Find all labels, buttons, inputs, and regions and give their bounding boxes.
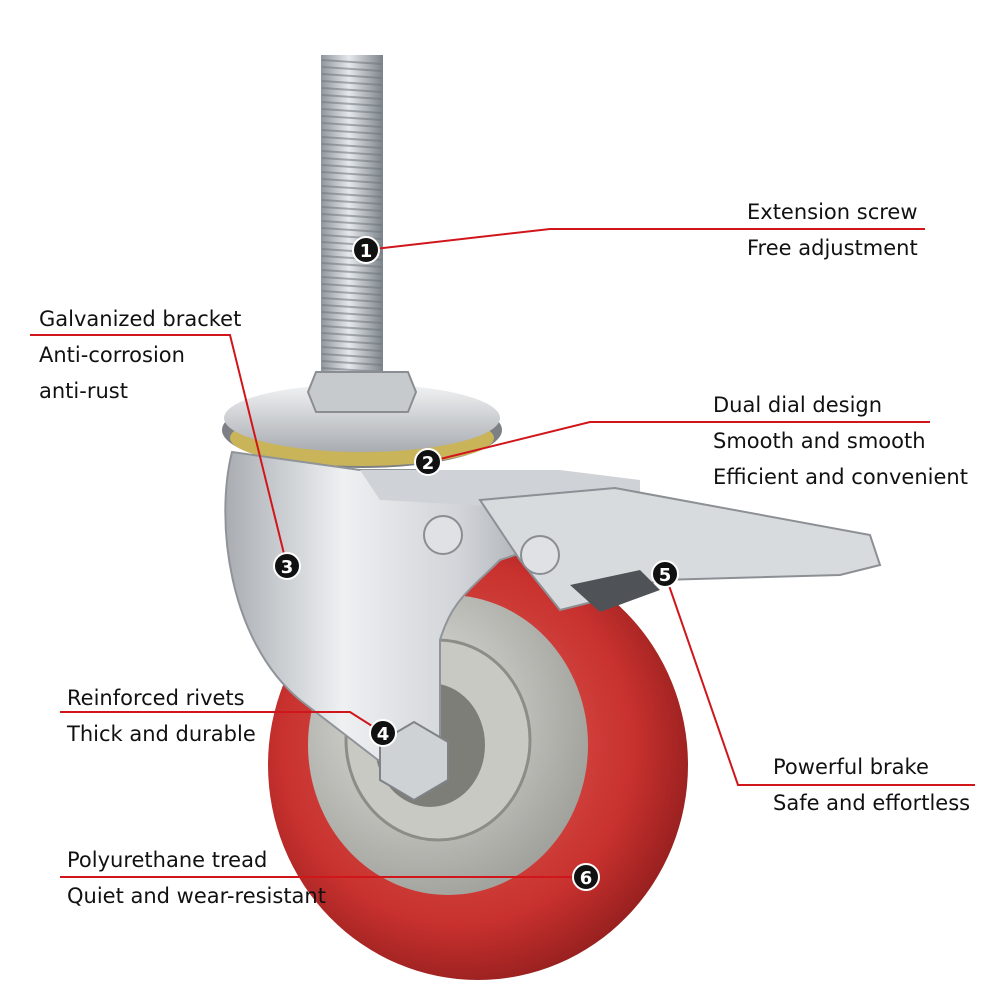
callout-subtitle: Thick and durable	[67, 722, 256, 746]
brake-pedal	[478, 486, 882, 612]
galvanized-bracket	[224, 450, 640, 761]
leader-line-3	[30, 334, 288, 567]
callout-subtitle: Quiet and wear-resistant	[67, 884, 326, 908]
callout-polyurethane-tread: Polyurethane tread Quiet and wear-resist…	[67, 842, 326, 914]
svg-text:3: 3	[281, 557, 294, 578]
callout-title: Powerful brake	[773, 755, 929, 779]
leader-line-1	[365, 228, 925, 251]
callout-title: Galvanized bracket	[39, 307, 242, 331]
callout-title: Polyurethane tread	[67, 848, 268, 872]
svg-text:4: 4	[377, 724, 390, 745]
callout-subtitle: Efficient and convenient	[713, 465, 968, 489]
svg-text:1: 1	[360, 241, 373, 262]
callout-dual-dial: Dual dial design Smooth and smooth Effic…	[713, 387, 968, 495]
threaded-rod	[321, 55, 383, 375]
marker-2: 2	[414, 448, 442, 476]
marker-1: 1	[352, 236, 380, 264]
svg-text:6: 6	[580, 868, 593, 889]
rivets	[379, 515, 560, 802]
callout-subtitle: Free adjustment	[747, 236, 918, 260]
callout-subtitle: Smooth and smooth	[713, 429, 926, 453]
callout-reinforced-rivets: Reinforced rivets Thick and durable	[67, 680, 256, 752]
leader-line-5	[664, 573, 975, 786]
leader-line-2	[427, 421, 930, 463]
callout-subtitle: Safe and effortless	[773, 791, 971, 815]
svg-text:5: 5	[659, 565, 672, 586]
marker-6: 6	[572, 863, 600, 891]
callout-powerful-brake: Powerful brake Safe and effortless	[773, 749, 970, 821]
callout-title: Extension screw	[747, 200, 918, 224]
callout-subtitle: anti-rust	[39, 379, 128, 403]
callout-title: Dual dial design	[713, 393, 883, 417]
callout-subtitle: Anti-corrosion	[39, 343, 185, 367]
callout-extension-screw: Extension screw Free adjustment	[747, 194, 918, 266]
number-markers: 1 2 3 4 5 6	[273, 236, 679, 891]
svg-text:2: 2	[422, 453, 435, 474]
callout-title: Reinforced rivets	[67, 686, 245, 710]
marker-5: 5	[651, 560, 679, 588]
marker-3: 3	[273, 552, 301, 580]
marker-4: 4	[369, 719, 397, 747]
callout-galvanized-bracket: Galvanized bracket Anti-corrosion anti-r…	[39, 301, 241, 409]
